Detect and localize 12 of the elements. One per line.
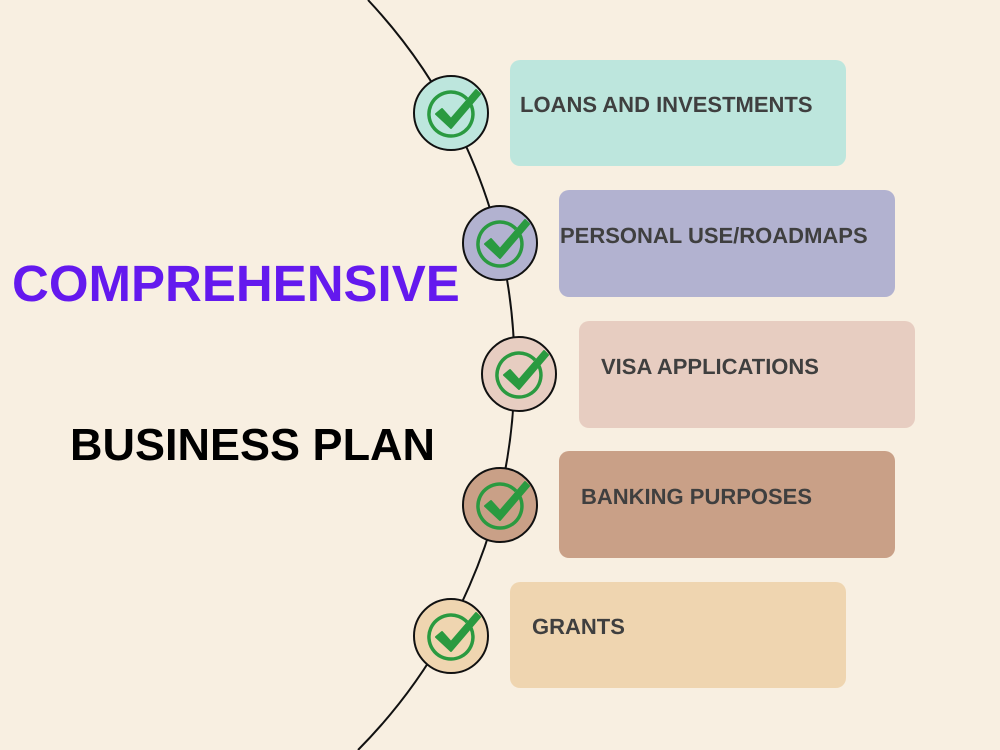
heading-text: BUSINESS PLAN xyxy=(70,422,436,467)
card-label: LOANS AND INVESTMENTS xyxy=(520,92,813,118)
heading-text: COMPREHENSIVE xyxy=(12,258,460,309)
item-card xyxy=(559,451,895,558)
item-card xyxy=(559,190,895,297)
card-label: VISA APPLICATIONS xyxy=(601,354,819,380)
item-card xyxy=(510,582,846,688)
card-label: GRANTS xyxy=(532,614,625,640)
item-card xyxy=(579,321,915,428)
item-card xyxy=(510,60,846,166)
card-label: BANKING PURPOSES xyxy=(581,484,812,510)
card-label: PERSONAL USE/ROADMAPS xyxy=(560,222,868,248)
